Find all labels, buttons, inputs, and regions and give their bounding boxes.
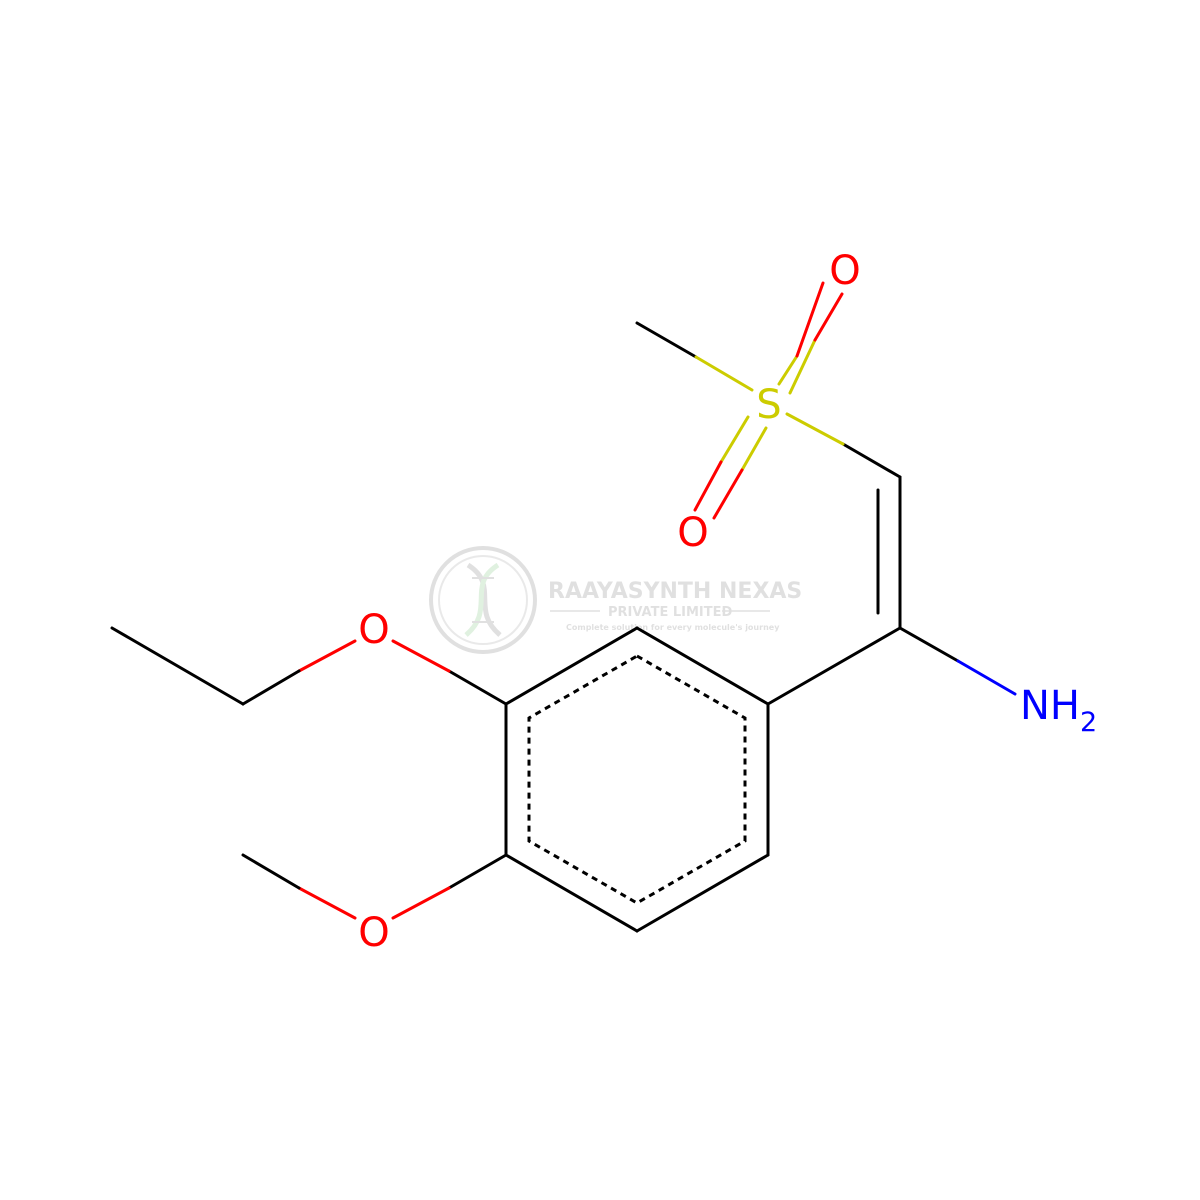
aromatic-inner-ring [527,654,747,905]
ethoxy-oxygen: O [358,607,389,653]
ethoxy-group: O [110,607,508,706]
watermark-tagline: Complete solution for every molecule's j… [566,623,780,632]
sulfonyl-group: S O O [635,248,861,556]
dna-helix-icon [429,546,537,654]
benzene-ring [504,626,770,933]
amine-nitrogen: NH2 [1020,683,1097,738]
ring-bond-3 [635,853,770,933]
ring-bond-6 [504,626,639,706]
enamine-chain: NH2 [766,412,1097,738]
sulfonyl-oxygen-top: O [829,248,860,294]
methoxy-oxygen: O [358,910,389,956]
sulfonyl-oxygen-bottom: O [677,510,708,556]
methoxy-group: O [241,853,508,956]
ring-bond-4 [504,853,639,933]
watermark: RAAYASYNTH NEXAS PRIVATE LIMITED Complet… [429,546,802,654]
watermark-subtitle: PRIVATE LIMITED [608,605,733,620]
sulfur-atom: S [756,382,781,428]
ring-bond-1 [635,626,770,706]
aryl-vinyl-bond [766,626,902,706]
watermark-company: RAAYASYNTH NEXAS [548,579,802,604]
